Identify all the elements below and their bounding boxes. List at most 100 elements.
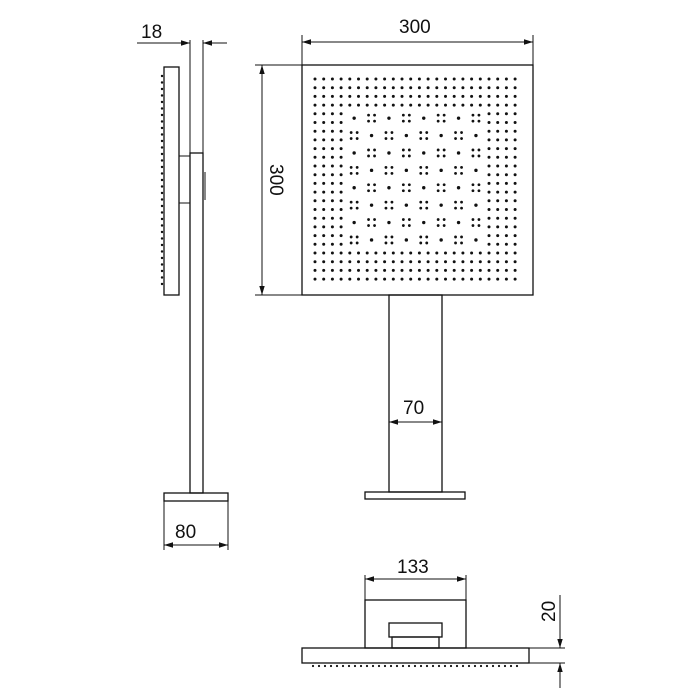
nozzle-dot [487, 112, 491, 116]
nozzle-dot [322, 121, 326, 124]
nozzle-dot [513, 181, 517, 185]
nozzle-dot [355, 171, 359, 175]
nozzle-dot [409, 77, 413, 81]
nozzle-dot [330, 94, 334, 98]
nozzle-dot [513, 190, 517, 194]
nozzle-dot [401, 113, 405, 117]
nozzle-dot [435, 268, 439, 272]
nozzle-dot [504, 155, 508, 159]
nozzle-dot [487, 260, 491, 264]
nozzle-dot [452, 94, 456, 98]
nozzle-dot [390, 131, 394, 134]
nozzle-dot [160, 263, 164, 266]
nozzle-dot [497, 664, 501, 668]
nozzle-dot [436, 148, 440, 152]
nozzle-dot [322, 86, 326, 90]
nozzle-dot [487, 94, 491, 98]
nozzle-dot [487, 199, 491, 203]
nozzle-dot [487, 181, 491, 185]
nozzle-dot [369, 238, 374, 242]
nozzle-dot [373, 154, 376, 158]
nozzle-dot [160, 81, 164, 84]
nozzle-dot [367, 218, 370, 221]
nozzle-dot [444, 277, 447, 281]
nozzle-dot [352, 186, 356, 190]
nozzle-dot [496, 234, 500, 238]
nozzle-dot [419, 664, 423, 668]
arm [388, 294, 443, 493]
nozzle-dot [460, 171, 463, 175]
nozzle-dot [487, 155, 491, 159]
nozzle-dot [513, 208, 517, 211]
nozzle-dot [461, 277, 465, 281]
nozzle-dot [460, 206, 463, 210]
nozzle-dot [355, 206, 359, 210]
nozzle-dot [513, 147, 517, 151]
nozzle-dot [426, 277, 430, 281]
nozzle-dot [504, 112, 508, 116]
nozzle-dot [470, 260, 474, 264]
nozzle-dot [442, 189, 446, 193]
nozzle-dot [425, 200, 429, 204]
nozzle-dot [460, 131, 463, 134]
nozzle-dot [504, 208, 508, 211]
nozzle-dot [477, 119, 481, 123]
nozzle-dot [487, 129, 491, 133]
nozzle-dot [496, 129, 500, 133]
nozzle-dot [496, 181, 500, 185]
nozzle-dot [422, 151, 426, 155]
nozzle-dot [313, 121, 317, 124]
nozzle-dot [496, 208, 500, 211]
nozzle-dot [471, 119, 475, 123]
nozzle-dot [409, 260, 413, 264]
nozzle-dot [352, 220, 356, 225]
nozzle-dot [407, 189, 411, 193]
nozzle-dot [477, 183, 481, 187]
nozzle-dot [401, 218, 405, 221]
nozzle-dot [461, 86, 465, 90]
nozzle-dot [503, 664, 507, 668]
nozzle-dot [357, 251, 360, 255]
nozzle-dot [339, 251, 343, 255]
nozzle-dot [335, 664, 339, 668]
nozzle-dot [339, 268, 343, 272]
nozzle-dot [515, 664, 519, 668]
nozzle-dot [339, 260, 343, 264]
nozzle-dot [413, 664, 417, 668]
nozzle-dot [330, 138, 334, 142]
nozzle-dot [407, 218, 411, 221]
nozzle-dot [454, 137, 457, 140]
nozzle-dot [407, 664, 411, 668]
nozzle-dot [339, 181, 343, 185]
nozzle-dot [426, 86, 430, 90]
nozzle-dot [160, 133, 164, 136]
nozzle-dot [160, 178, 164, 182]
nozzle-dot [419, 131, 423, 134]
nozzle-dot [504, 86, 508, 90]
nozzle-dot [479, 664, 483, 668]
nozzle-dot [417, 94, 421, 98]
nozzle-dot [460, 235, 463, 239]
base-plate [364, 491, 466, 500]
nozzle-dot [513, 216, 517, 220]
nozzle-dot [496, 173, 500, 177]
nozzle-dot [400, 103, 404, 107]
nozzle-dot [419, 137, 423, 140]
nozzle-dot [348, 251, 352, 255]
nozzle-dot [374, 94, 378, 98]
top-nozzles [311, 664, 519, 668]
nozzle-dot [313, 268, 317, 272]
nozzle-dot [330, 112, 334, 116]
nozzle-dot [160, 74, 164, 78]
side-base [163, 492, 229, 502]
nozzle-dot [425, 171, 429, 175]
nozzle-dot [313, 216, 317, 220]
nozzle-dot [322, 103, 326, 107]
nozzle-dot [365, 277, 369, 281]
nozzle-dot [437, 664, 441, 668]
nozzle-dot [339, 242, 343, 246]
nozzle-dot [478, 251, 482, 255]
nozzle-dot [383, 260, 387, 264]
nozzle-dot [470, 103, 474, 107]
nozzle-dot [504, 277, 508, 281]
